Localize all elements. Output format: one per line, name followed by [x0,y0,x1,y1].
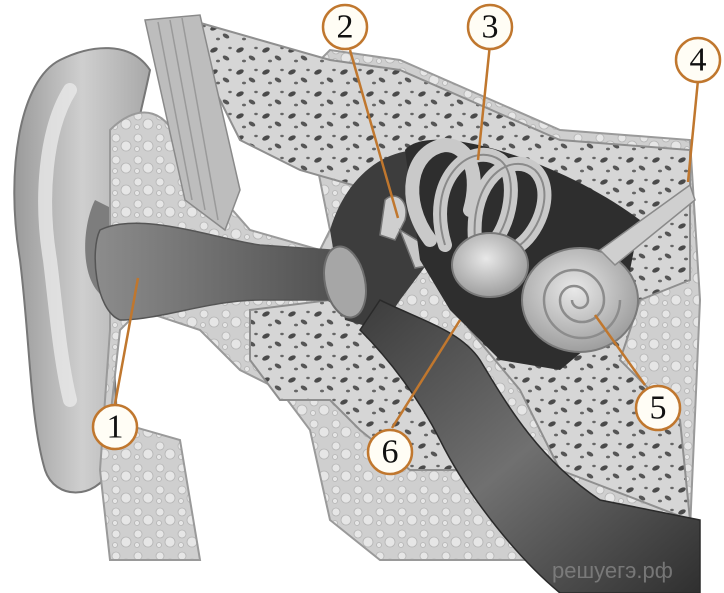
callout-lines [113,43,700,429]
callout-line-5 [593,314,647,386]
eardrum [323,245,367,319]
callout-5: 5 [634,384,682,432]
ear-canal [94,222,347,321]
callout-6: 6 [366,428,414,476]
callout-1-label: 1 [107,409,124,446]
callout-3-label: 3 [482,9,499,46]
callout-line-3 [476,43,492,161]
callout-2-label: 2 [337,9,354,46]
callout-1: 1 [91,403,139,451]
callout-4-label: 4 [690,42,707,79]
callout-line-6 [390,319,462,429]
callout-4: 4 [674,36,722,84]
watermark: решуегэ.рф [552,558,673,583]
callout-6-label: 6 [382,434,399,471]
inner-ear [405,137,696,370]
callout-3: 3 [466,3,514,51]
callout-line-2 [348,49,400,219]
callout-2: 2 [321,3,369,51]
callout-line-1 [113,277,140,405]
callout-line-4 [686,79,700,183]
callout-5-label: 5 [650,390,667,427]
eustachian-tube [359,299,701,593]
